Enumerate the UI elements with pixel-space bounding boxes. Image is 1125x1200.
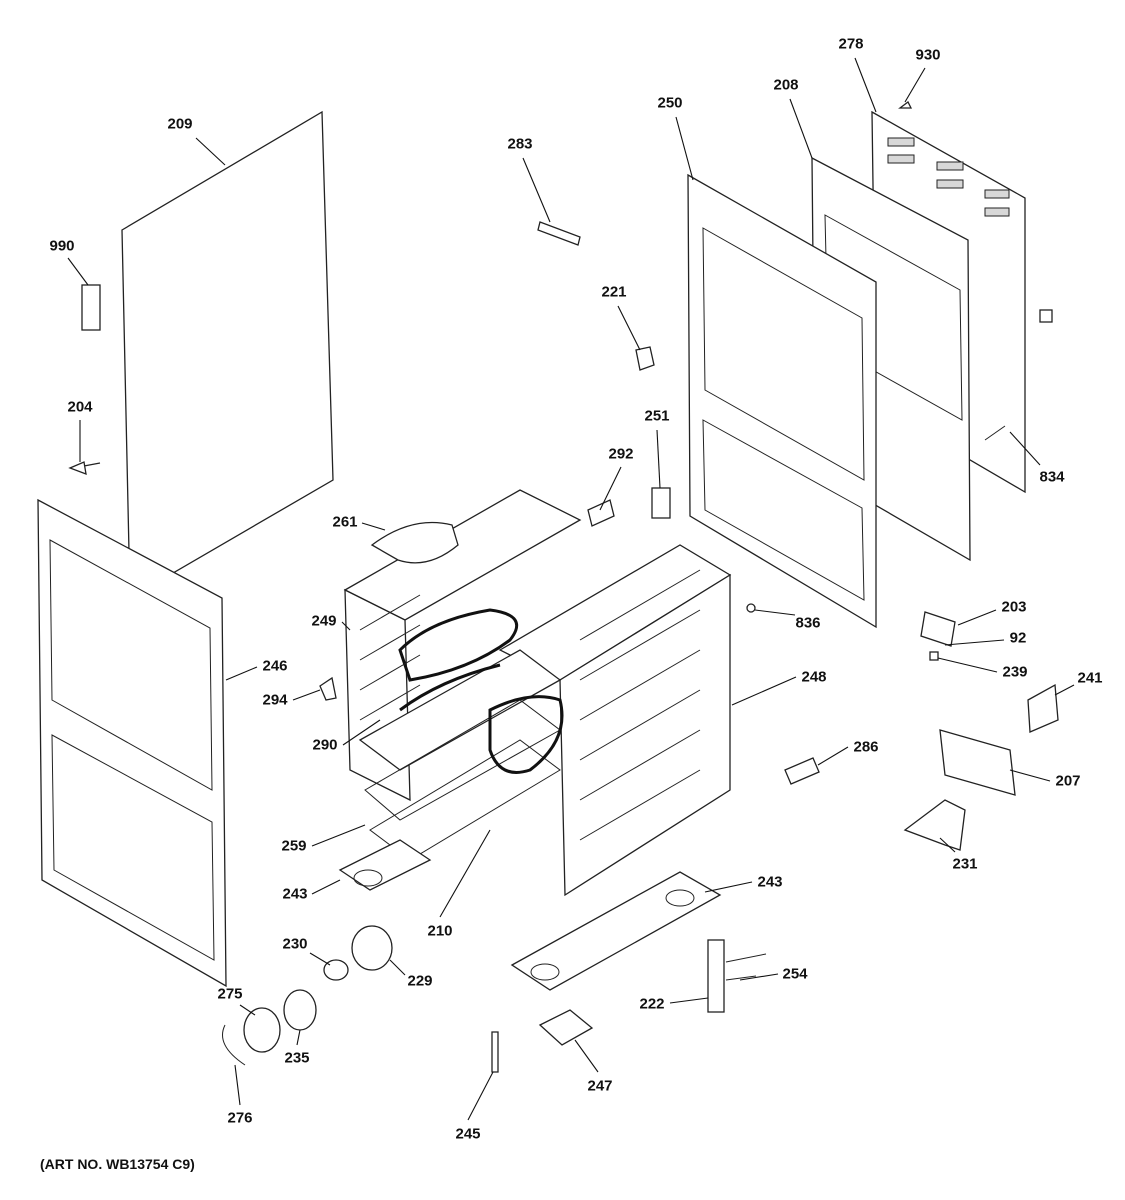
callout-990: 990 (49, 237, 75, 255)
part-275 (243, 1007, 281, 1053)
callout-276: 276 (227, 1109, 253, 1127)
callout-209: 209 (167, 115, 193, 133)
part-250-back-wall (687, 173, 877, 629)
callout-208: 208 (773, 76, 799, 94)
callout-230: 230 (282, 935, 308, 953)
callout-222: 222 (639, 995, 665, 1013)
part-209-side-panel (121, 110, 334, 600)
part-247 (538, 1009, 594, 1046)
callout-92: 92 (1009, 629, 1027, 647)
part-930 (898, 101, 913, 109)
callout-235: 235 (284, 1049, 310, 1067)
callout-294: 294 (262, 691, 288, 709)
callout-247: 247 (587, 1077, 613, 1095)
callout-231: 231 (952, 855, 978, 873)
callout-250: 250 (657, 94, 683, 112)
callout-243-right: 243 (757, 873, 783, 891)
callout-834: 834 (1039, 468, 1065, 486)
callout-239: 239 (1002, 663, 1028, 681)
part-246-front-frame (37, 498, 227, 988)
callout-241: 241 (1077, 669, 1103, 687)
callout-275: 275 (217, 985, 243, 1003)
callout-207: 207 (1055, 772, 1081, 790)
part-235 (283, 989, 317, 1031)
part-241 (1027, 683, 1059, 733)
small-parts (68, 101, 1059, 1073)
part-nut (1039, 309, 1053, 323)
callout-246: 246 (262, 657, 288, 675)
callout-248: 248 (801, 668, 827, 686)
leader-lines (67, 57, 1075, 1121)
callout-278: 278 (838, 35, 864, 53)
part-229 (351, 925, 393, 971)
callout-836: 836 (795, 614, 821, 632)
part-239 (929, 651, 939, 661)
part-207 (939, 729, 1016, 796)
part-283 (537, 221, 581, 246)
part-204-screw (68, 461, 101, 476)
part-292 (587, 499, 615, 527)
callout-221: 221 (601, 283, 627, 301)
part-286 (784, 757, 820, 785)
callout-283: 283 (507, 135, 533, 153)
part-251 (651, 487, 671, 519)
part-231 (903, 799, 966, 851)
callout-204: 204 (67, 398, 93, 416)
callout-245: 245 (455, 1125, 481, 1143)
part-243-bottom-tray (338, 839, 722, 991)
part-222-hinge (707, 939, 725, 1013)
callout-261: 261 (332, 513, 358, 531)
callout-210: 210 (427, 922, 453, 940)
part-294 (319, 676, 337, 701)
callout-229: 229 (407, 972, 433, 990)
callout-203: 203 (1001, 598, 1027, 616)
art-number: (ART NO. WB13754 C9) (40, 1156, 195, 1172)
part-221 (635, 346, 655, 371)
callout-292: 292 (608, 445, 634, 463)
part-836 (746, 603, 756, 613)
part-834 (984, 425, 1006, 441)
callout-290: 290 (312, 736, 338, 754)
callout-249: 249 (311, 612, 337, 630)
part-203 (920, 611, 956, 647)
callout-254: 254 (782, 965, 808, 983)
callout-243-left: 243 (282, 885, 308, 903)
part-261 (370, 521, 459, 564)
part-990 (81, 284, 101, 331)
part-oven-cavity (343, 489, 732, 897)
callout-286: 286 (853, 738, 879, 756)
part-276 (222, 1024, 246, 1066)
callout-259: 259 (281, 837, 307, 855)
part-254 (725, 953, 767, 981)
part-245-bolt (491, 1031, 499, 1073)
callout-930: 930 (915, 46, 941, 64)
callout-251: 251 (644, 407, 670, 425)
